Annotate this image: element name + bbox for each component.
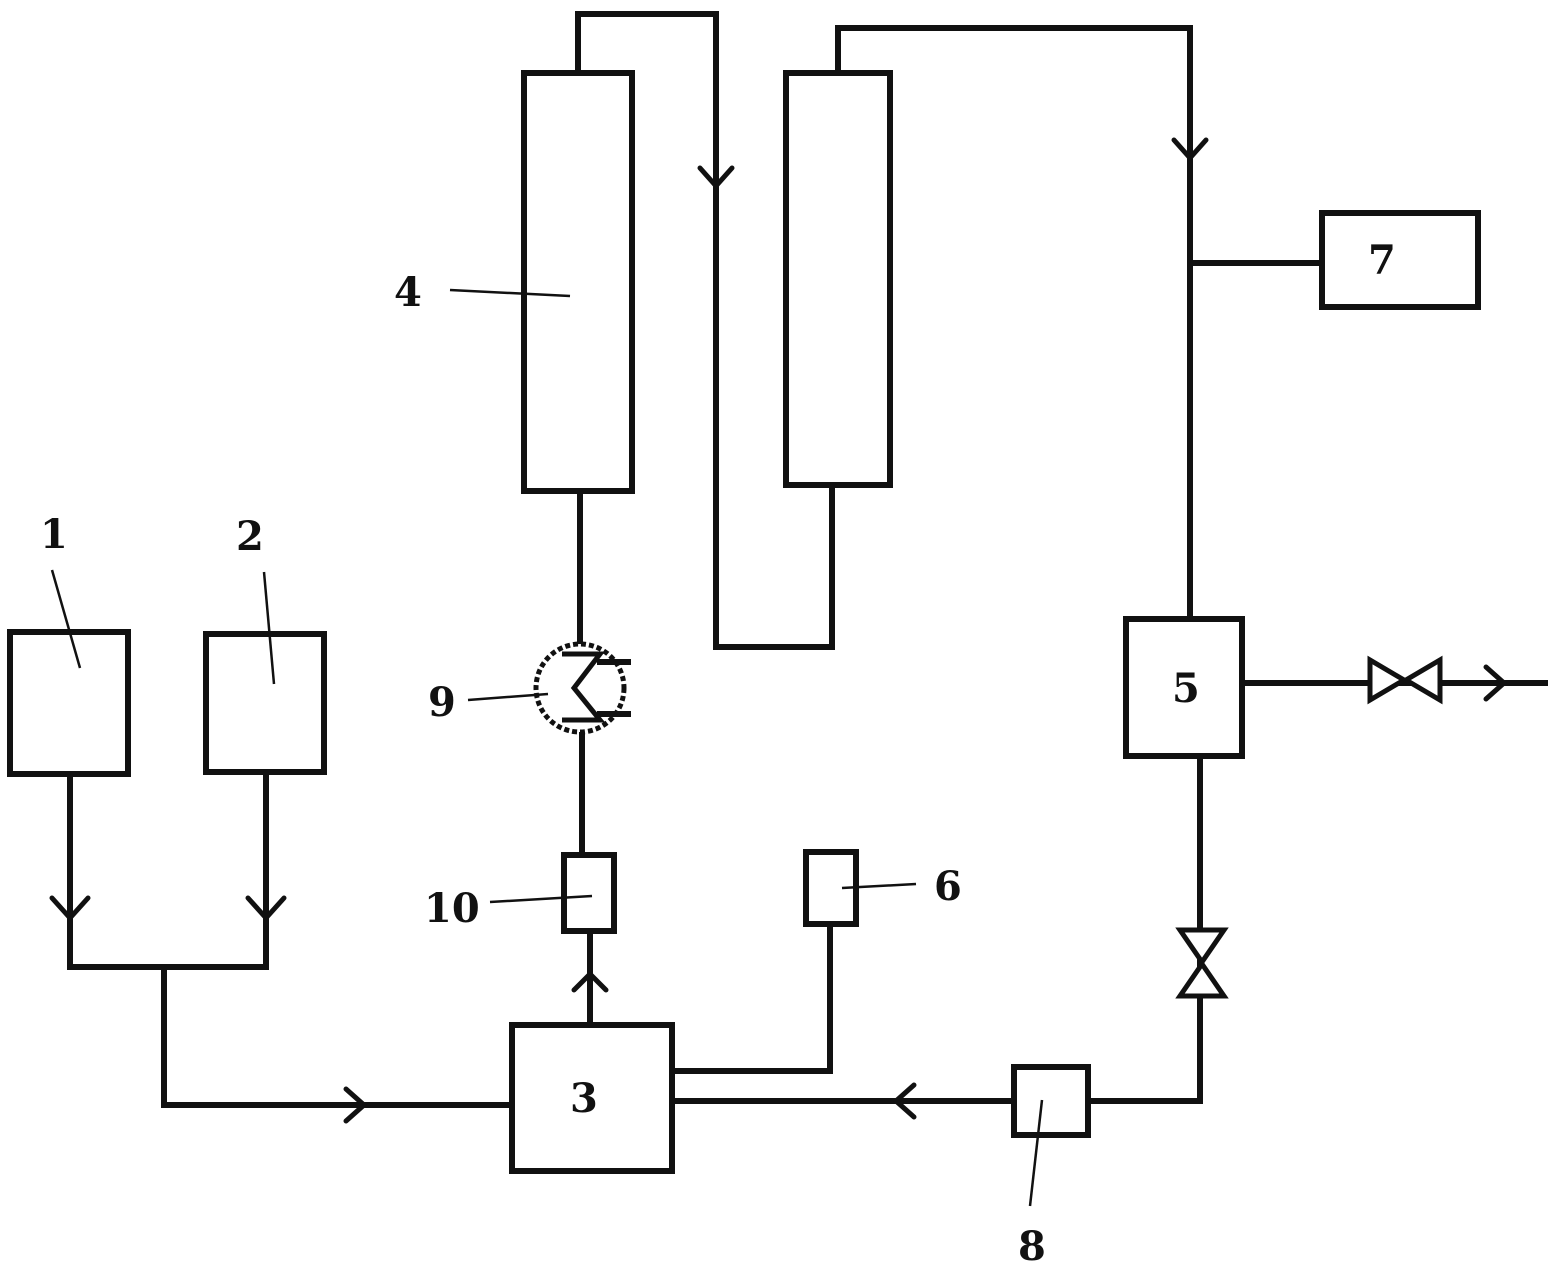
leader-10	[489, 894, 593, 904]
pipe-to-3	[161, 964, 515, 1108]
heat-exchanger-9-icon	[533, 641, 631, 735]
column-second-box	[783, 70, 893, 488]
unit-5-box	[1123, 616, 1245, 759]
arrow-down-1	[49, 895, 91, 921]
valve-outlet-icon	[1367, 655, 1443, 705]
leader-4	[449, 288, 571, 298]
pipe-5-down	[1085, 753, 1203, 1104]
valve-return-icon	[1175, 927, 1229, 999]
label-4: 4	[394, 269, 422, 316]
unit-7-box	[1319, 210, 1481, 310]
label-9: 9	[428, 679, 456, 726]
label-8: 8	[1018, 1223, 1046, 1270]
arrow-right-to-3	[343, 1086, 367, 1124]
label-1: 1	[40, 511, 68, 558]
arrow-down-mid-pipe	[697, 165, 735, 189]
unit-3-box	[509, 1022, 675, 1174]
label-6: 6	[934, 863, 962, 910]
leader-8	[1028, 1099, 1044, 1207]
leader-6	[841, 882, 917, 890]
arrow-down-2	[245, 895, 287, 921]
arrow-up-to-10	[571, 971, 609, 993]
arrow-left-to-3	[893, 1082, 917, 1120]
label-10: 10	[424, 885, 480, 932]
label-2: 2	[236, 513, 264, 560]
column-4-box	[521, 70, 635, 494]
label-7: 7	[1368, 237, 1396, 284]
unit-1-box	[7, 629, 131, 777]
arrow-right-outlet	[1483, 664, 1507, 702]
unit-10-box	[561, 852, 617, 934]
unit-8-box	[1011, 1064, 1091, 1138]
pipe-6-to-3	[669, 921, 833, 1074]
label-5: 5	[1172, 665, 1200, 712]
pipe-col2-to-5	[835, 25, 1193, 622]
arrow-down-right-pipe	[1171, 137, 1209, 161]
label-3: 3	[570, 1075, 598, 1122]
pipe-4-top-loop	[575, 11, 835, 650]
leader-1	[50, 569, 82, 669]
unit-2-box	[203, 631, 327, 775]
leader-2	[262, 571, 276, 685]
leader-9	[467, 692, 549, 702]
